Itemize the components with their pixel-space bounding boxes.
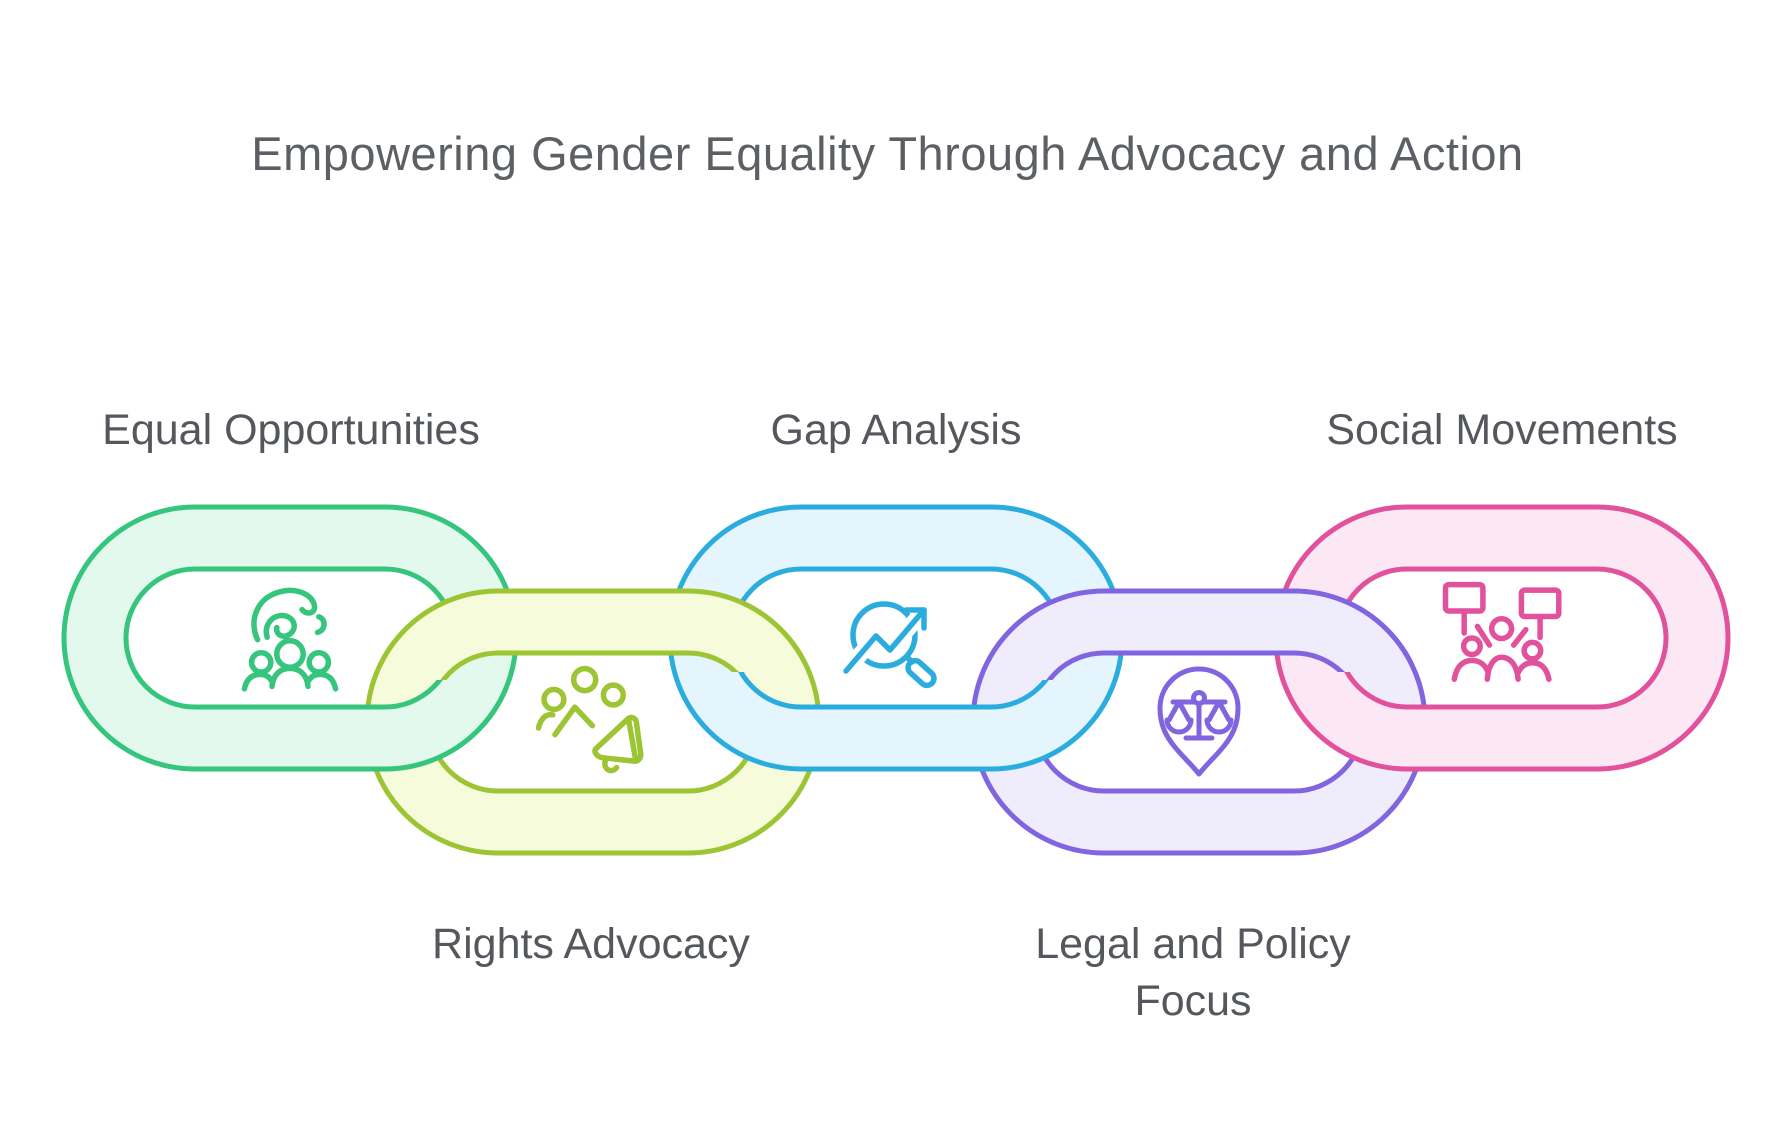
label-social-movements: Social Movements: [1326, 406, 1678, 454]
label-gap-analysis: Gap Analysis: [770, 406, 1022, 454]
label-legal-policy-focus: Legal and Policy Focus: [1035, 920, 1351, 1025]
label-equal-opportunities: Equal Opportunities: [102, 406, 480, 454]
hand-over-people-icon: [241, 587, 339, 692]
chain-link-rights-advocacy-over: [648, 588, 803, 672]
crowd-banners-icon: [1442, 581, 1562, 682]
chain-link-legal-policy-over: [1258, 588, 1413, 672]
chain-link-gap-analysis-over: [955, 680, 1110, 772]
page-title: Empowering Gender Equality Through Advoc…: [251, 127, 1524, 180]
crowd-megaphone-icon: [535, 665, 644, 774]
scales-location-pin-icon: [1157, 666, 1241, 777]
label-rights-advocacy: Rights Advocacy: [432, 920, 750, 968]
magnifier-trend-arrow-icon: [838, 601, 937, 689]
chain-link-equal-opportunities-over: [358, 680, 508, 772]
